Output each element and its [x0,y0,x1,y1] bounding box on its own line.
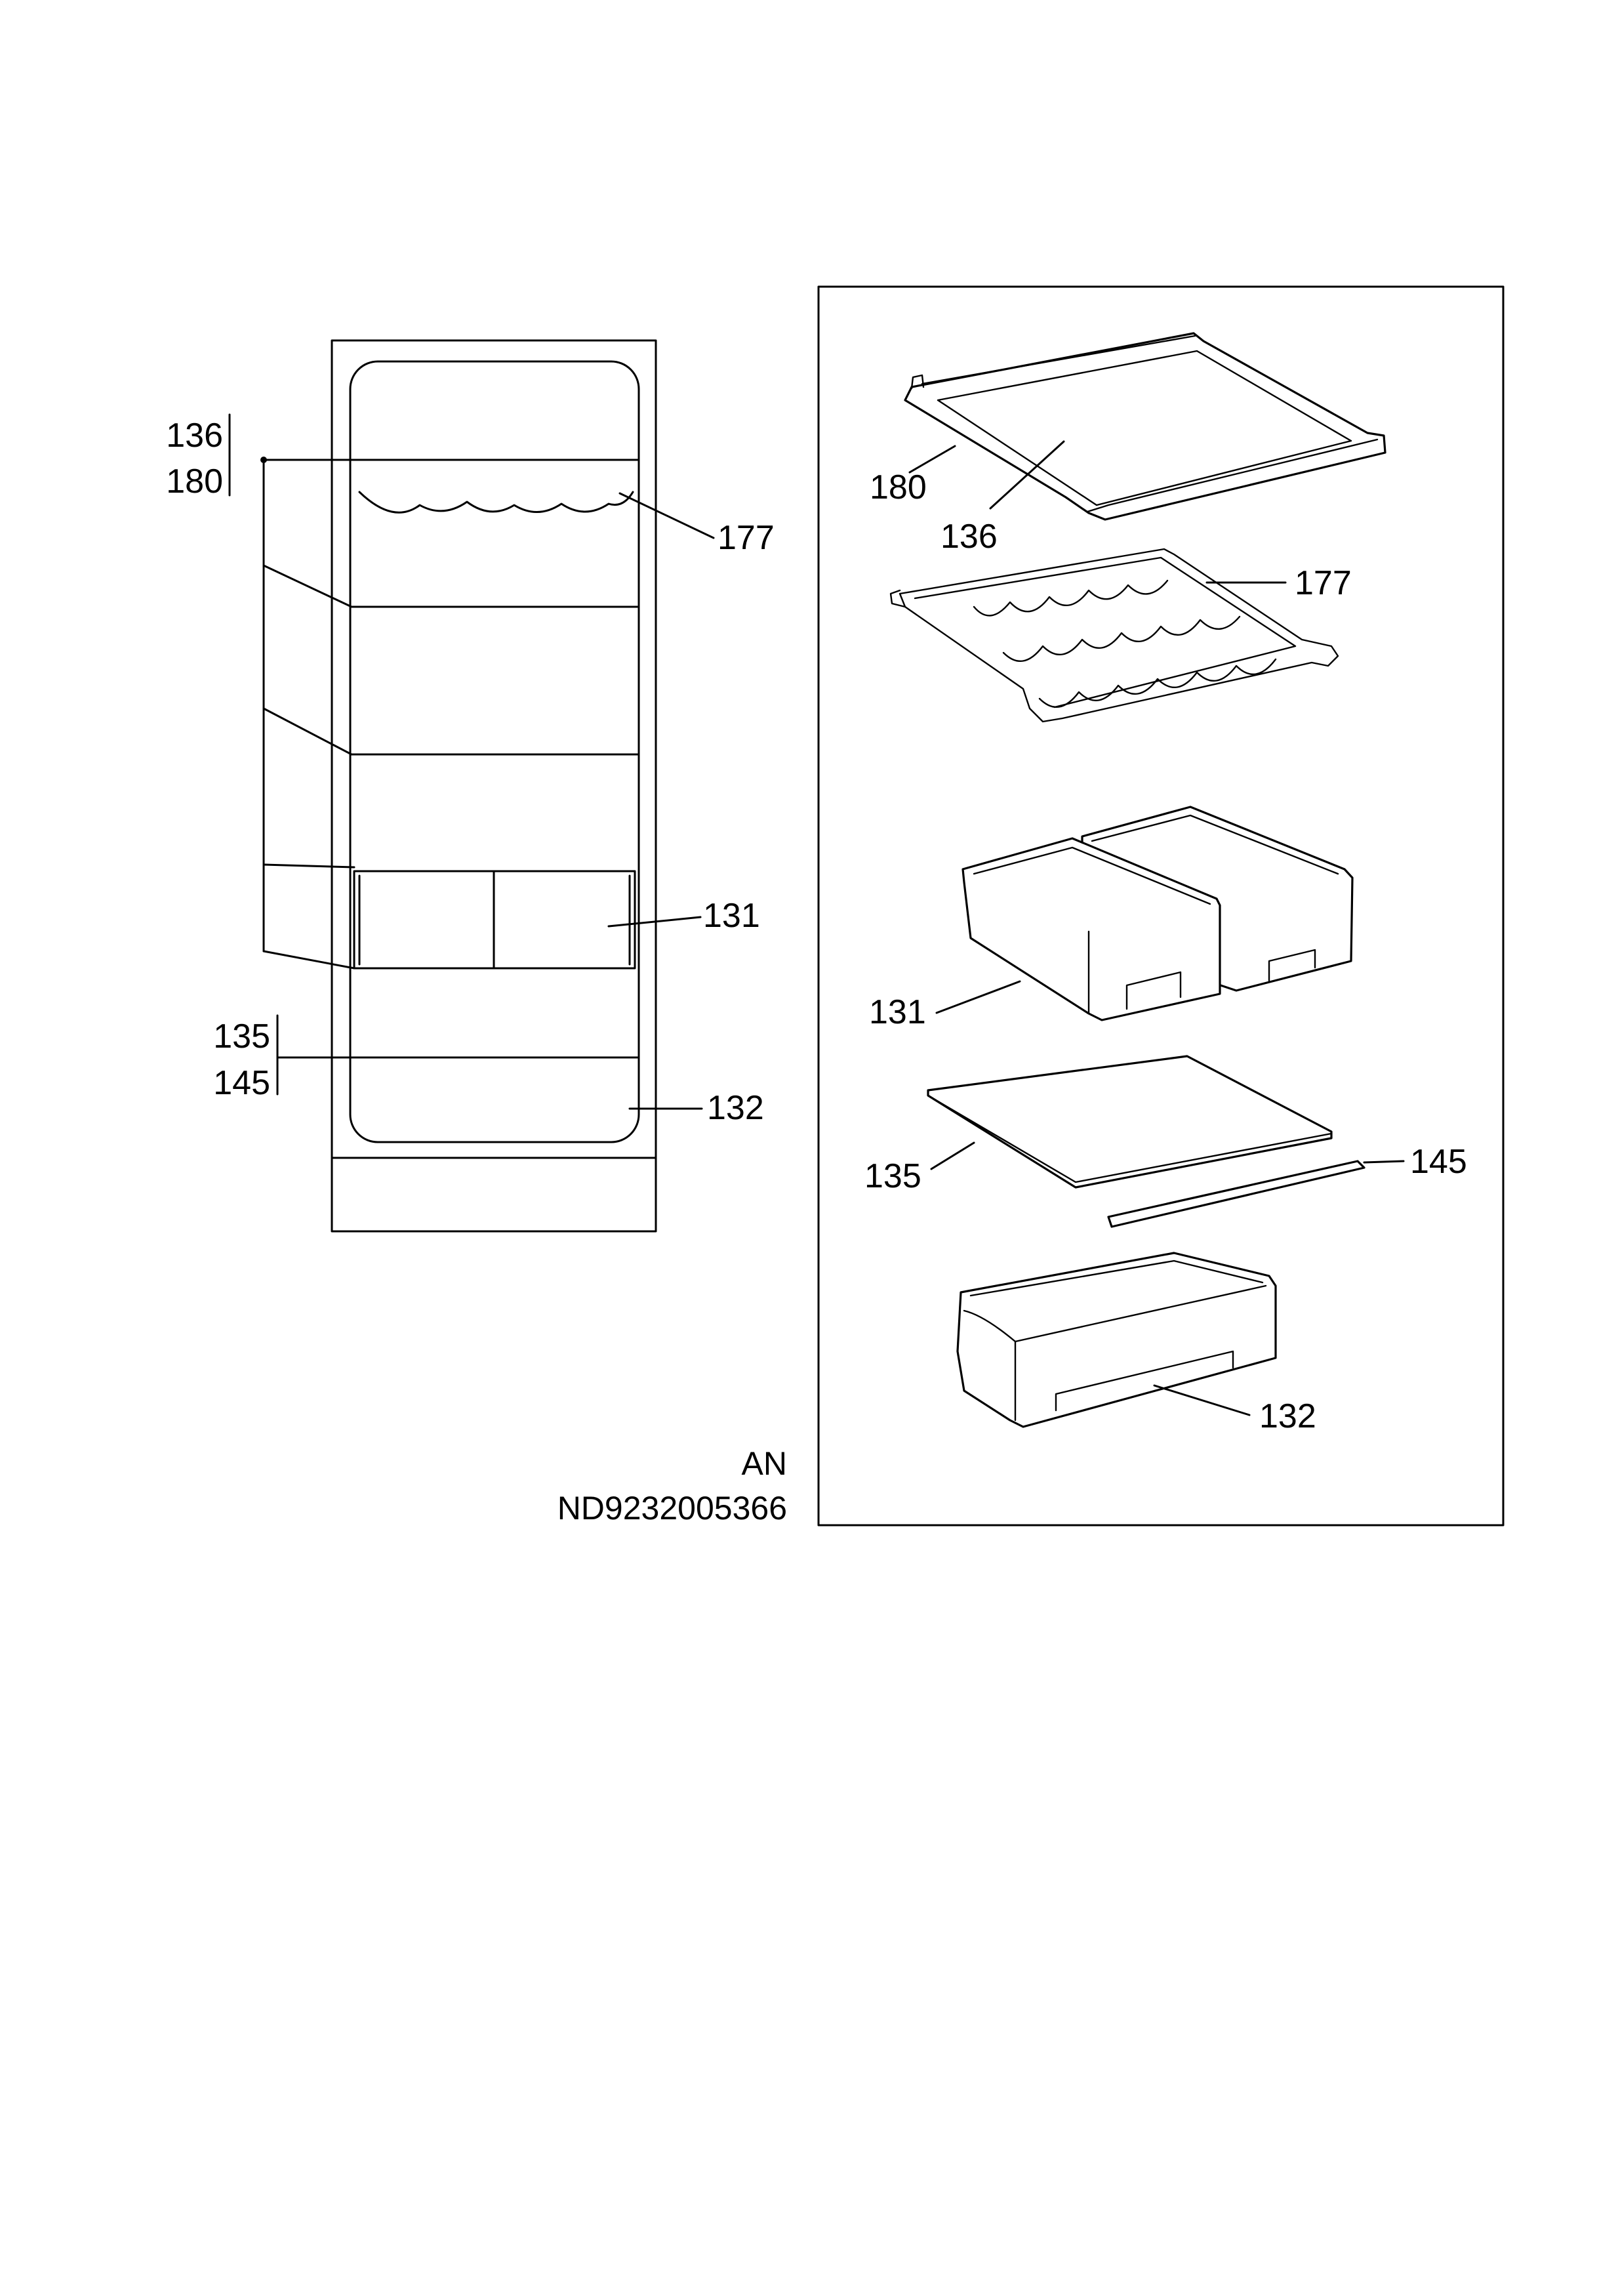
shelf-frame [904,332,1386,521]
bin-body [956,1252,1277,1428]
callout-131-left: 131 [703,897,760,935]
wine-rack [889,548,1339,723]
callout-132: 132 [1259,1397,1316,1435]
leader-135 [930,1141,975,1170]
leader-shelf-2 [262,564,353,608]
leader-131 [935,980,1021,1014]
callout-180: 180 [870,468,927,506]
cabinet-liner [349,360,640,1143]
callout-177: 177 [1295,564,1352,602]
callout-145-left: 145 [213,1064,270,1102]
wine-rack-profile [358,491,634,514]
wine-rack-frame [899,548,1339,723]
leader-145 [1363,1160,1405,1164]
doc-code-line1: AN [742,1445,787,1482]
leader-132 [1153,1384,1251,1416]
leader-136 [989,440,1065,510]
wine-rack-waves-1 [973,579,1169,617]
doc-code-line2: ND9232005366 [557,1490,787,1527]
leader-shelf-3 [262,707,353,756]
wine-rack-waves-2 [1002,615,1241,662]
callout-180-left: 180 [166,462,223,501]
leader-131 [607,916,702,928]
crisper-left [961,837,1221,1021]
callout-136-left: 136 [166,417,223,455]
glass-shelf-assembly [904,332,1386,521]
cabinet-outline [331,339,657,1233]
trim-strip [1107,1160,1365,1228]
callout-135: 135 [864,1157,921,1195]
callout-177-left: 177 [718,519,775,557]
shelf-glass [937,350,1352,506]
leader-177 [618,492,715,539]
bottom-bin [956,1252,1277,1428]
wine-rack-waves-3 [1038,658,1277,708]
callout-131: 131 [869,993,926,1031]
exploded-panel: 180 136 177 131 135 [817,285,1505,1527]
cabinet-overview: 136 180 177 131 135 145 132 [166,339,775,1233]
leader-180 [908,445,956,474]
leader-shelf-4 [262,863,355,869]
crisper-pair [961,806,1354,1021]
glass-plate [927,1055,1333,1189]
exploded-frame [817,285,1505,1527]
callout-132-left: 132 [707,1089,764,1127]
callout-136: 136 [940,518,998,556]
leader-shelf-5 [262,950,355,970]
callout-135-left: 135 [213,1017,270,1056]
callout-145: 145 [1410,1143,1467,1181]
